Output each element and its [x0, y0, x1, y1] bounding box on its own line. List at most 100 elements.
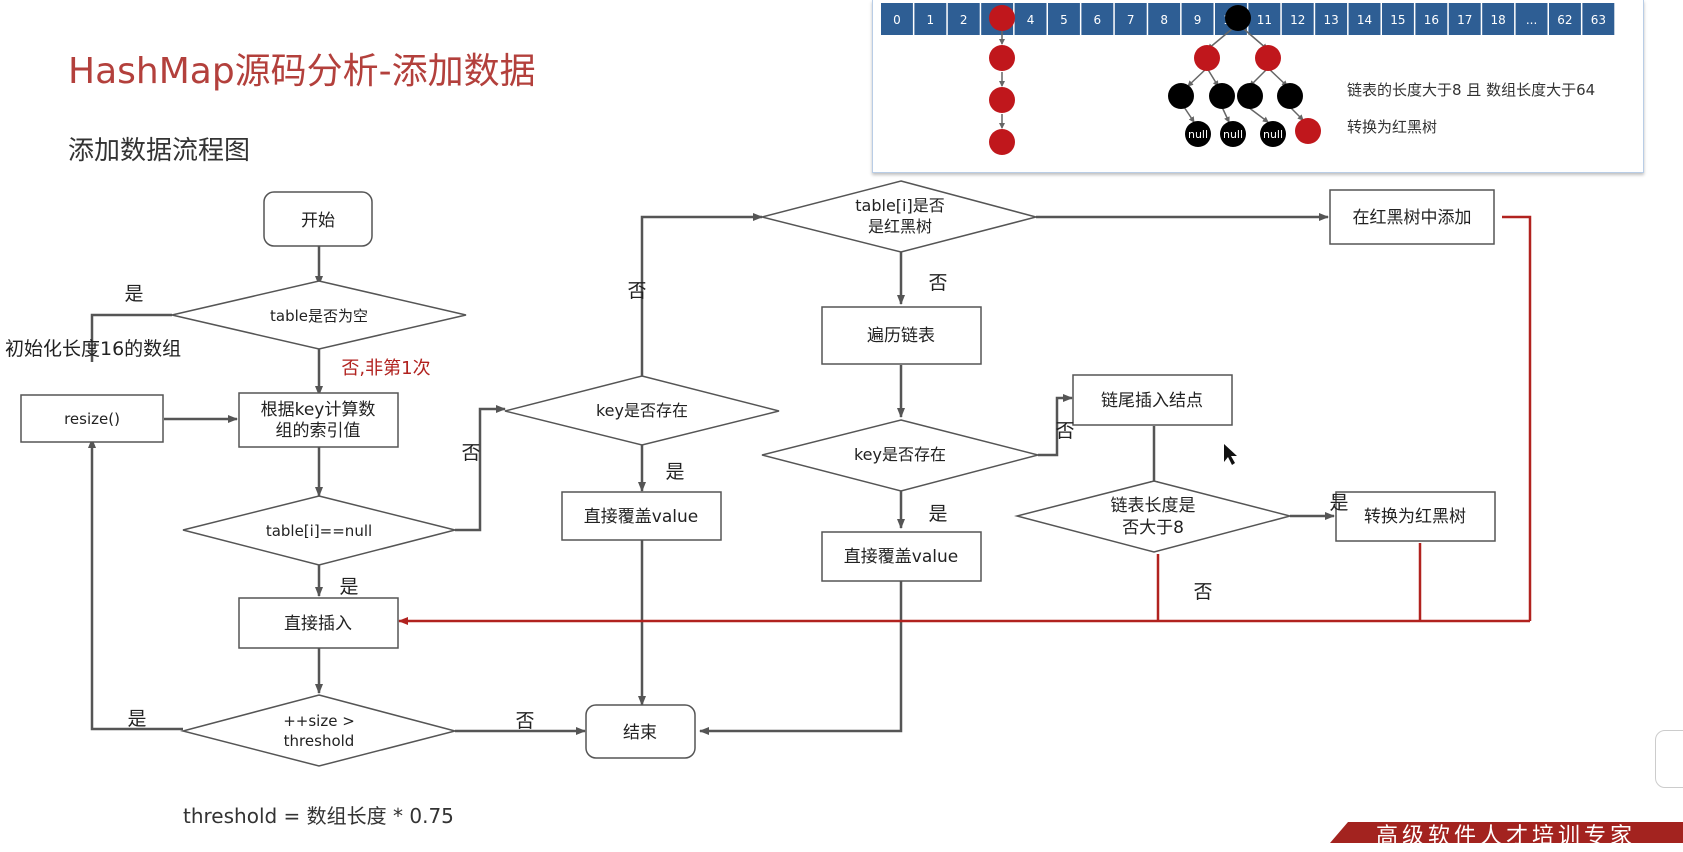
- tree-illustration: null null null 链表的长度大于8 且 数组长度大于64 转换为红黑…: [989, 5, 1595, 155]
- list-node-red: [989, 87, 1015, 113]
- start-node: [263, 191, 373, 247]
- table-empty-label: table是否为空: [270, 307, 368, 325]
- array-index-label: 2: [960, 13, 968, 27]
- direct-insert-label: 直接插入: [284, 614, 352, 634]
- mouse-cursor-icon: [1224, 444, 1237, 465]
- array-cell: [881, 3, 913, 35]
- array-index-label: 4: [1027, 13, 1035, 27]
- array-index-label: 12: [1290, 13, 1305, 27]
- array-index-label: 16: [1424, 13, 1439, 27]
- decision-key-exists-2: [761, 419, 1041, 492]
- decision-list-length: [1014, 480, 1293, 553]
- array-cell: [1382, 3, 1414, 35]
- array-cell: [1081, 3, 1114, 35]
- list-node-red: [989, 129, 1015, 155]
- tree-node-black: [1209, 83, 1235, 109]
- array-cell: [1048, 3, 1080, 35]
- array-index-label: 14: [1357, 13, 1372, 27]
- decision-key-exists-1: [504, 375, 780, 446]
- tree-edge: [1267, 67, 1288, 87]
- null-label: null: [1223, 128, 1243, 141]
- array-cell: [1348, 3, 1381, 35]
- array-cell: [947, 3, 980, 35]
- threshold-formula: threshold = 数组长度 * 0.75: [183, 804, 454, 828]
- label-no-rbtree: 否: [928, 272, 947, 294]
- overwrite-value-box-2: [821, 531, 982, 582]
- array-index-label: 5: [1060, 13, 1068, 27]
- label-no-key2: 否: [1055, 420, 1074, 442]
- traverse-list-label: 遍历链表: [867, 326, 935, 346]
- side-scroll-tab[interactable]: [1655, 730, 1683, 788]
- array-index-label: 62: [1557, 13, 1572, 27]
- decision-size-threshold: [180, 694, 458, 767]
- add-in-rbtree-label: 在红黑树中添加: [1353, 208, 1472, 228]
- resize-label: resize(): [64, 410, 120, 428]
- list-node-red: [989, 45, 1015, 71]
- array-index-label: ...: [1526, 13, 1537, 27]
- label-no-len: 否: [1193, 581, 1212, 603]
- is-rbtree-label-1: table[i]是否: [855, 196, 944, 215]
- tree-edge: [1221, 106, 1230, 123]
- tree-leaf-red: [1295, 118, 1321, 144]
- edge-key2-no: [1038, 394, 1073, 457]
- resize-box: [20, 394, 164, 443]
- array-index-label: 1: [927, 13, 935, 27]
- overwrite-value-box-1: [561, 491, 722, 541]
- edge-empty-yes: [90, 313, 172, 362]
- array-cell: [1315, 3, 1348, 35]
- add-in-rbtree-box: [1329, 189, 1495, 245]
- tree-node-red: [1255, 45, 1281, 71]
- array-cell: [1114, 3, 1147, 35]
- tree-node-black: [1168, 83, 1194, 109]
- calc-index-box: [238, 392, 399, 448]
- array-cell: [914, 3, 947, 35]
- label-no-not-first: 否,非第1次: [341, 358, 430, 379]
- array-index-label: 17: [1457, 13, 1472, 27]
- size-check-label-1: ++size >: [283, 712, 355, 730]
- label-no-size: 否: [515, 710, 534, 732]
- to-rbtree-label: 转换为红黑树: [1364, 507, 1466, 527]
- direct-insert-box: [238, 597, 399, 649]
- array-cell: [1515, 3, 1548, 35]
- label-yes-key1: 是: [665, 461, 684, 483]
- array-index-label: 11: [1257, 13, 1272, 27]
- tree-node-black: [1277, 83, 1303, 109]
- calc-index-label-2: 组的索引值: [276, 421, 361, 441]
- size-check-label-2: threshold: [284, 732, 355, 750]
- label-yes-key2: 是: [928, 503, 947, 525]
- list-length-label-2: 否大于8: [1122, 518, 1184, 538]
- brand-banner: 高级软件人才培训专家: [1330, 822, 1683, 843]
- label-yes-len: 是: [1329, 492, 1348, 514]
- array-index-label: 18: [1491, 13, 1506, 27]
- null-leaf: [1185, 121, 1211, 147]
- overwrite-label-1: 直接覆盖value: [584, 507, 698, 527]
- end-label: 结束: [623, 723, 657, 743]
- tree-edge: [1187, 67, 1208, 87]
- key-exists-label-2: key是否存在: [854, 445, 946, 464]
- array-cell: [1181, 3, 1214, 35]
- tree-node-black: [1237, 83, 1263, 109]
- label-yes-size: 是: [127, 708, 146, 730]
- edge-key1-no: [640, 213, 763, 376]
- array-index-label: 15: [1390, 13, 1405, 27]
- tree-edge: [1249, 67, 1269, 87]
- array-index-label: 6: [1094, 13, 1102, 27]
- tree-edge: [1183, 106, 1195, 123]
- inset-caption-line1: 链表的长度大于8 且 数组长度大于64: [1347, 81, 1595, 99]
- null-label: null: [1263, 128, 1283, 141]
- null-leaf: [1260, 121, 1286, 147]
- array-cell: [1448, 3, 1481, 35]
- list-length-label-1: 链表长度是: [1111, 496, 1196, 516]
- tree-edge: [1247, 106, 1269, 123]
- edge-null-no: [455, 405, 506, 532]
- array-index-label: 0: [893, 13, 901, 27]
- decision-table-i-null: [182, 495, 456, 566]
- to-rbtree-box: [1335, 491, 1496, 542]
- decision-is-rbtree: [761, 180, 1039, 253]
- array-index-label: 8: [1160, 13, 1168, 27]
- tail-insert-label: 链尾插入结点: [1101, 391, 1203, 411]
- is-rbtree-label-2: 是红黑树: [868, 217, 932, 236]
- page-subtitle: 添加数据流程图: [68, 136, 251, 166]
- traverse-list-box: [821, 306, 982, 365]
